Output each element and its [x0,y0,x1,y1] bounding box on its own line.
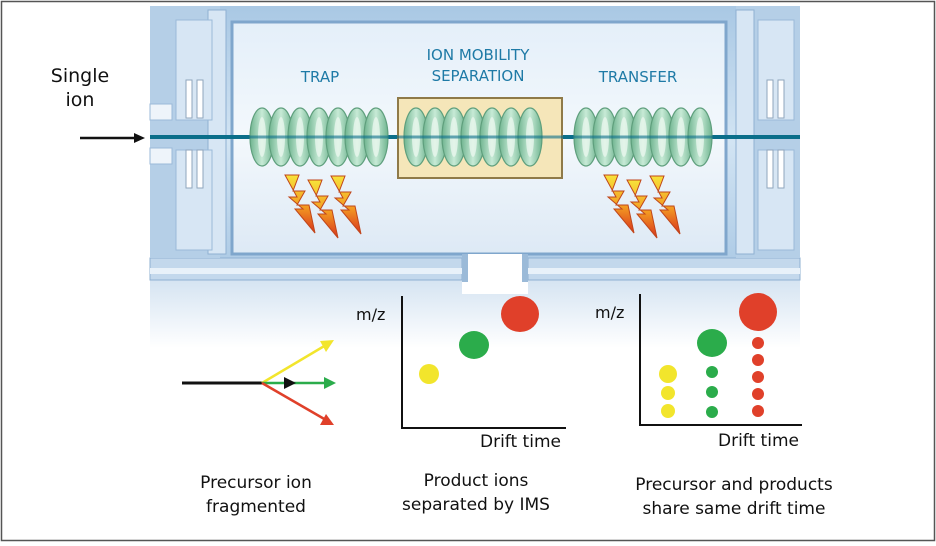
fragmentation-arrows [182,340,336,425]
single-ion-label-line1: Single [51,65,109,87]
plot-shared-drift: m/z Drift time [595,293,802,451]
plot-separated: m/z Drift time [356,296,566,452]
plot2-green-ion [697,329,727,357]
plot2-yellow-ion [659,365,677,383]
caption-shared-line2: share same drift time [643,499,826,519]
ims-label-line1: ION MOBILITY [427,46,531,64]
plot1-red-ion [501,296,539,332]
plot2-red-fragment [752,388,764,400]
plot1-y-label: m/z [356,305,385,324]
caption-separated-line1: Product ions [424,471,529,491]
plot2-red-fragment [752,337,764,349]
plot2-green-fragment [706,366,718,378]
yellow-arrow-icon [320,340,334,352]
plot2-yellow-fragment [661,386,675,400]
plot2-y-label: m/z [595,303,624,322]
caption-fragmented-line2: fragmented [206,497,306,517]
caption-separated-line2: separated by IMS [402,495,550,515]
trap-label: TRAP [300,68,339,86]
plot1-green-ion [459,331,489,359]
caption-shared-line1: Precursor and products [635,475,833,495]
black-arrow-icon [284,377,296,389]
single-ion-arrow-icon [80,133,145,143]
red-arrow-icon [320,414,334,425]
plot2-green-fragment [706,386,718,398]
transfer-label: TRANSFER [598,68,678,86]
ring-electrodes [240,107,720,167]
transfer-rings [573,107,713,167]
plot2-red-fragment [752,405,764,417]
caption-fragmented-line1: Precursor ion [200,473,312,493]
plot1-x-label: Drift time [480,432,561,452]
plot2-x-label: Drift time [718,431,799,451]
single-ion-label-line2: ion [66,89,95,111]
green-arrow-icon [324,377,336,389]
ims-label-line2: SEPARATION [432,67,525,85]
plot2-red-ion [739,293,777,331]
plot1-yellow-ion [419,364,439,384]
plot2-red-fragment [752,371,764,383]
plot2-yellow-fragment [661,404,675,418]
plot2-green-fragment [706,406,718,418]
plot2-red-fragment [752,354,764,366]
